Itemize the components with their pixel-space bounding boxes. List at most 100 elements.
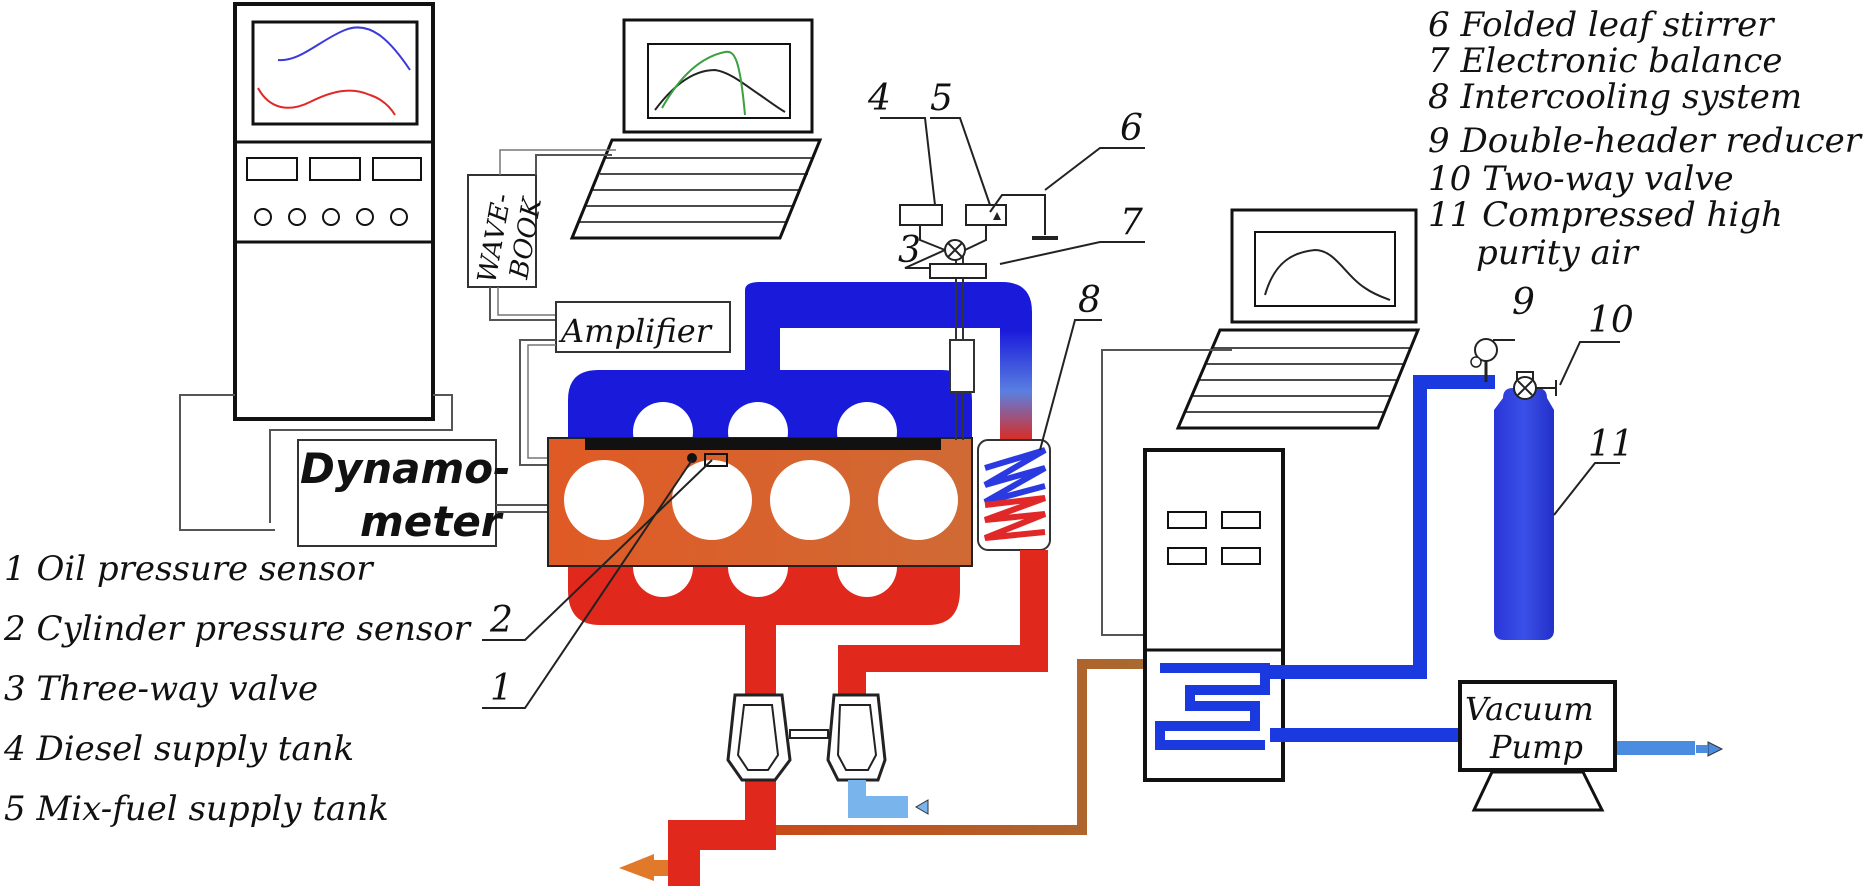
intercooler-coil-blue bbox=[983, 447, 1047, 505]
dynamometer-box bbox=[297, 439, 497, 547]
turbo-shaft bbox=[789, 729, 829, 739]
exhaust-arrow-tail bbox=[640, 860, 668, 876]
folded-leaf-stirrer bbox=[989, 194, 1046, 235]
gas-cylinder bbox=[1470, 338, 1557, 640]
vacuum-pump-base bbox=[1471, 770, 1605, 812]
callout-1: 1 bbox=[490, 668, 513, 709]
cylinder bbox=[564, 460, 644, 540]
wire-wavebook-laptop-2 bbox=[499, 149, 616, 175]
fuel-filter bbox=[949, 339, 975, 393]
intercooler bbox=[977, 439, 1051, 551]
legend-item-6: 6 Folded leaf stirrer bbox=[1428, 5, 1775, 45]
callout-4: 4 bbox=[867, 78, 891, 119]
console-knob bbox=[322, 208, 340, 226]
legend-item-2: 2 Cylinder pressure sensor bbox=[3, 609, 472, 649]
legend-item-5: 5 Mix-fuel supply tank bbox=[4, 789, 389, 829]
compressor-inlet bbox=[848, 780, 908, 818]
intake-riser bbox=[1000, 330, 1032, 442]
legend-item-11: 11 Compressed high bbox=[1428, 195, 1783, 235]
amplifier-box bbox=[555, 301, 731, 353]
callout-9: 9 bbox=[1512, 282, 1535, 323]
laptop-1-screen bbox=[647, 43, 791, 119]
laptop-1-keyboard bbox=[569, 138, 823, 240]
laptop-2-screen bbox=[1254, 231, 1396, 307]
legend-item-1: 1 Oil pressure sensor bbox=[4, 549, 374, 589]
laptop-2 bbox=[1175, 208, 1421, 430]
cylinder bbox=[878, 460, 958, 540]
console-display-1 bbox=[246, 157, 298, 181]
wavebook: WAVE- BOOK bbox=[467, 174, 548, 288]
inlet-arrow bbox=[915, 799, 929, 815]
console-screen bbox=[251, 20, 419, 126]
turbocharger bbox=[726, 693, 887, 782]
callout-8: 8 bbox=[1078, 280, 1101, 321]
dynamometer-label-1: Dynamo- bbox=[300, 444, 511, 493]
vacuum-pump-label-2: Pump bbox=[1489, 728, 1583, 766]
vacuum-pump: Vacuum Pump bbox=[1458, 680, 1617, 812]
legend-item-10: 10 Two-way valve bbox=[1428, 159, 1734, 199]
legend-item-9: 9 Double-header reducer bbox=[1428, 121, 1863, 161]
legend-right: 6 Folded leaf stirrer 7 Electronic balan… bbox=[1428, 5, 1863, 273]
gas-cylinder-body bbox=[1494, 388, 1554, 640]
console-display-2 bbox=[309, 157, 361, 181]
leader-1 bbox=[482, 459, 693, 709]
diesel-supply-tank bbox=[899, 204, 943, 226]
cylinder bbox=[770, 460, 850, 540]
analyser-coil bbox=[1155, 663, 1270, 750]
console-knob bbox=[288, 208, 306, 226]
wire-wavebook-amp bbox=[489, 287, 556, 321]
fuel-tank-assembly bbox=[899, 194, 1058, 279]
cylinder-head-plate bbox=[585, 438, 941, 450]
callout-2: 2 bbox=[489, 600, 513, 641]
callout-11: 11 bbox=[1588, 424, 1634, 465]
leader-6 bbox=[1044, 147, 1145, 191]
sample-line bbox=[776, 659, 1145, 835]
callout-7: 7 bbox=[1120, 202, 1143, 243]
console-knob bbox=[254, 208, 272, 226]
legend-left: 1 Oil pressure sensor 2 Cylinder pressur… bbox=[3, 549, 472, 829]
legend-item-4: 4 Diesel supply tank bbox=[3, 729, 354, 769]
outlet-arrow bbox=[1707, 741, 1724, 757]
console-knob bbox=[390, 208, 408, 226]
leader-10 bbox=[1559, 341, 1620, 386]
legend-item-7: 7 Electronic balance bbox=[1428, 41, 1783, 81]
laptop-2-curve bbox=[1264, 248, 1391, 301]
engine-block bbox=[547, 437, 973, 567]
wire-wavebook-amp-2 bbox=[497, 287, 556, 316]
laptop-1-curve-green bbox=[661, 50, 746, 116]
callout-5: 5 bbox=[930, 78, 953, 119]
leader-2 bbox=[482, 459, 713, 641]
legend-item-11-cont: purity air bbox=[1476, 233, 1640, 273]
leader-3 bbox=[904, 249, 946, 269]
cylinder-pressure-sensor bbox=[704, 453, 728, 467]
analyser-cabinet bbox=[1143, 448, 1285, 782]
air-line bbox=[1270, 375, 1495, 679]
dynamometer-label-2: meter bbox=[360, 497, 504, 546]
charge-pipe bbox=[838, 550, 1048, 700]
callout-10: 10 bbox=[1588, 300, 1634, 341]
amplifier-label: Amplifier bbox=[558, 312, 713, 350]
monitoring-console bbox=[233, 2, 435, 421]
leader-5 bbox=[930, 117, 991, 206]
callout-6: 6 bbox=[1120, 108, 1143, 149]
leader-4 bbox=[880, 117, 936, 206]
leader-7 bbox=[999, 241, 1145, 265]
intake-manifold-body bbox=[568, 282, 1032, 438]
dynamometer: Dynamo- meter bbox=[297, 439, 511, 547]
console-curve-blue bbox=[277, 26, 411, 71]
amplifier: Amplifier bbox=[555, 301, 731, 353]
legend-item-8: 8 Intercooling system bbox=[1428, 77, 1802, 117]
turbine-housing bbox=[726, 693, 792, 782]
legend-item-3: 3 Three-way valve bbox=[4, 669, 318, 709]
laptop-1-curve-black bbox=[654, 68, 786, 113]
wire-wavebook-laptop bbox=[535, 154, 612, 175]
console-curve-red bbox=[257, 87, 396, 116]
wire-laptop2-analyser bbox=[1101, 349, 1232, 636]
intercooler-coil-red bbox=[983, 495, 1047, 541]
console-knob bbox=[356, 208, 374, 226]
leader-11 bbox=[1553, 462, 1620, 516]
laptop-2-keyboard bbox=[1175, 328, 1421, 430]
oil-pressure-sensor bbox=[687, 453, 697, 463]
